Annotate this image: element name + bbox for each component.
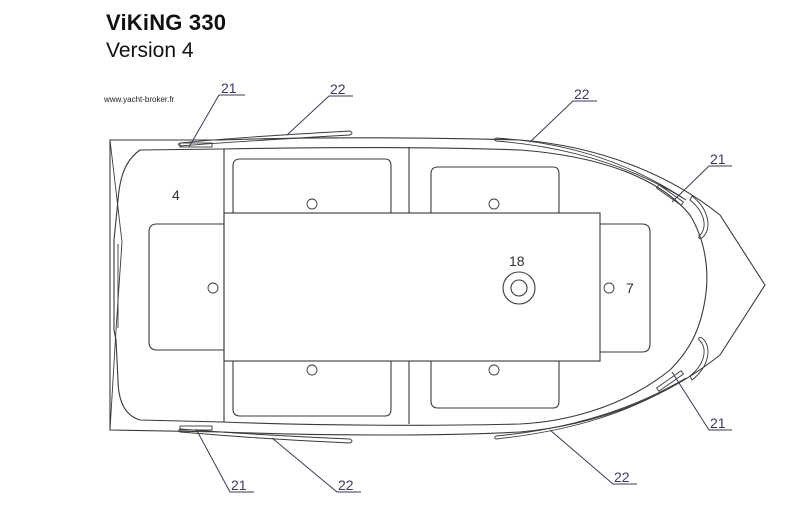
callout-22-bottom-right: 22 [549, 429, 637, 485]
zone-label-18: 18 [509, 253, 525, 269]
svg-text:22: 22 [330, 81, 346, 97]
callout-21-bow-lower: 21 [671, 371, 732, 431]
center-fitting [502, 271, 536, 305]
callout-22-top-right: 22 [529, 86, 597, 143]
callout-21-bow-upper: 21 [671, 151, 732, 203]
svg-text:22: 22 [574, 86, 590, 102]
svg-text:22: 22 [614, 469, 630, 485]
fitting-inner-ring-icon [510, 279, 528, 297]
drawing-title: ViKiNG 330 [106, 10, 227, 35]
svg-text:21: 21 [221, 80, 237, 96]
hole-icon [488, 364, 500, 376]
hatch-holes [207, 198, 615, 376]
fitting-outer-ring-icon [502, 271, 536, 305]
hole-icon [306, 198, 318, 210]
callout-21-top-left: 21 [188, 80, 245, 148]
svg-text:21: 21 [710, 415, 726, 431]
rub-rails [178, 130, 709, 444]
center-table [223, 147, 601, 424]
callout-22-top-center: 22 [286, 81, 353, 136]
svg-text:21: 21 [710, 151, 726, 167]
drawing-subtitle: Version 4 [106, 39, 194, 62]
zone-label-4: 4 [172, 187, 180, 203]
hole-icon [306, 364, 318, 376]
hull-outline [109, 137, 766, 436]
callout-21-bottom-left: 21 [195, 428, 254, 493]
zone-label-7: 7 [626, 280, 634, 296]
svg-text:21: 21 [231, 477, 247, 493]
seat-boxes [148, 158, 651, 417]
hole-icon [207, 282, 219, 294]
hole-icon [603, 282, 615, 294]
svg-text:22: 22 [338, 477, 354, 493]
hole-icon [488, 198, 500, 210]
callout-22-bottom-center: 22 [271, 437, 361, 493]
website-credit: www.yacht-broker.fr [104, 95, 175, 104]
